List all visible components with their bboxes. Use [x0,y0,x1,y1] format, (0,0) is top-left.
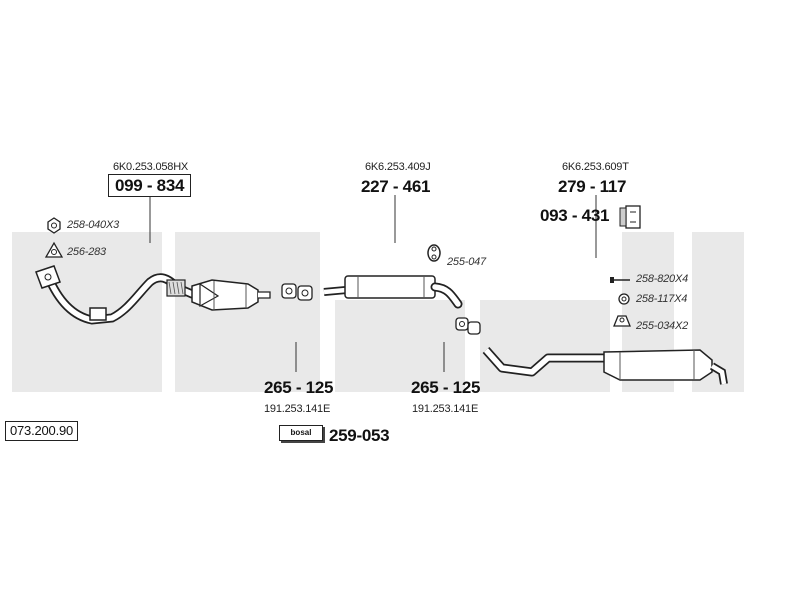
bracket-icon [613,315,631,327]
accessory-code-nut[interactable]: 258-040X3 [67,219,120,231]
part-number-mounting-kit[interactable]: 259-053 [329,426,390,445]
accessory-code-bracket[interactable]: 255-034X2 [636,320,689,332]
bolt-icon [610,277,630,283]
rear-silencer [482,347,728,385]
part-number-rear-silencer[interactable]: 279 - 117 [558,177,627,196]
mount-bracket-icon [619,205,641,229]
part-number-front-pipe[interactable]: 099 - 834 [108,174,192,197]
part-number-mount[interactable]: 093 - 431 [540,206,610,225]
accessory-code-bolt[interactable]: 258-820X4 [636,273,689,285]
mounting-kit-logo: bosal [279,425,323,441]
oem-number-rear-silencer: 6K6.253.609T [562,161,629,173]
rubber-hanger-icon [427,244,441,262]
oem-number-clamp-1: 191.253.141E [264,403,331,415]
washer-icon [618,293,630,305]
nut-icon [47,217,61,234]
oem-number-clamp-2: 191.253.141E [412,403,479,415]
center-silencer [323,275,463,309]
clamp-1-drawing [281,283,313,301]
oem-number-center-silencer: 6K6.253.409J [365,161,431,173]
part-number-center-silencer[interactable]: 227 - 461 [361,177,431,196]
part-number-clamp-1[interactable]: 265 - 125 [264,378,334,397]
front-pipe [35,265,197,325]
triangle-gasket-icon [44,241,64,258]
oem-number-front-pipe: 6K0.253.058HX [113,161,189,173]
accessory-code-washer[interactable]: 258-117X4 [636,293,688,305]
accessory-code-gasket[interactable]: 256-283 [67,246,106,258]
part-number-clamp-2[interactable]: 265 - 125 [411,378,481,397]
accessory-code-hanger[interactable]: 255-047 [447,256,486,268]
clamp-2-drawing [455,317,481,335]
catalytic-converter [191,279,271,311]
diagram-reference-code: 073.200.90 [5,421,79,441]
